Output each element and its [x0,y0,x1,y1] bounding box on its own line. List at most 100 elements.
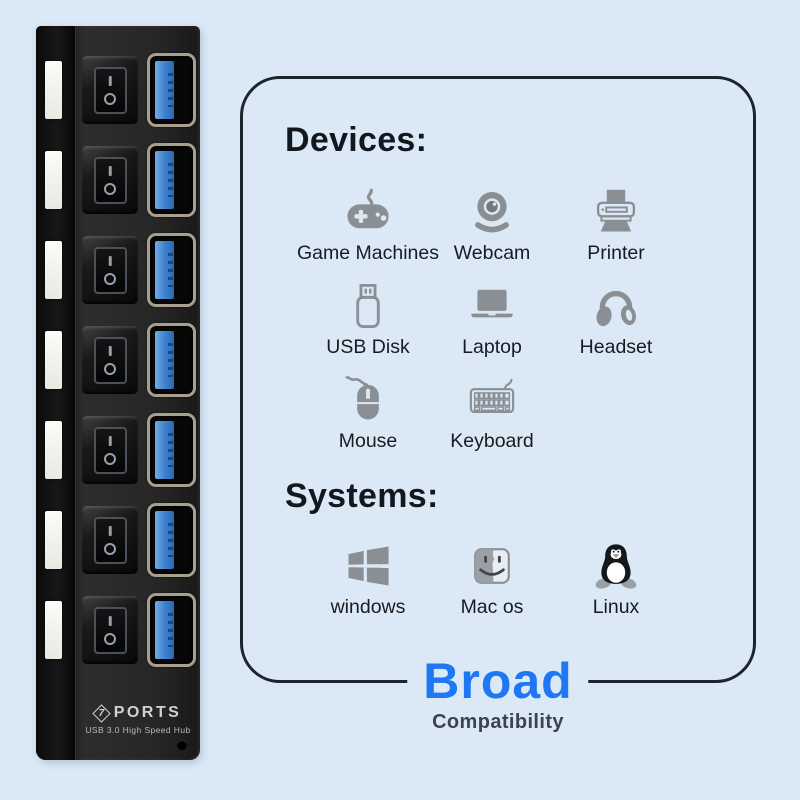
power-switch [82,326,138,394]
switch-off-mark-icon [104,182,116,195]
item-label: windows [330,596,406,618]
switch-rocker [93,336,127,384]
led-indicator-window [45,421,62,479]
systems-heading: Systems: [285,477,439,515]
usb-port [147,593,196,667]
switch-rocker [93,606,127,654]
device-item-webcam: Webcam [430,185,554,265]
systems-grid: windows Mac os Linux [306,539,678,619]
hub-port-unit [36,593,200,667]
hub-brand-text: PORTS [113,704,182,721]
switch-rocker [93,66,127,114]
keyboard-icon [465,373,519,427]
device-item-headset: Headset [554,279,678,359]
item-label: USB Disk [326,336,410,358]
switch-rocker [93,516,127,564]
switch-on-mark-icon [108,75,112,86]
hub-port-unit [36,323,200,397]
switch-on-mark-icon [108,525,112,536]
device-item-game-machines: Game Machines [297,185,439,265]
item-label: Printer [587,242,645,264]
switch-off-mark-icon [104,362,116,375]
device-item-printer: Printer [554,185,678,265]
switch-rocker [93,156,127,204]
usb-port-tongue [155,331,174,389]
ports-count-number: 7 [98,707,104,718]
gamepad-icon [341,185,395,239]
usb-port [147,503,196,577]
hub-port-unit [36,143,200,217]
led-indicator-window [45,511,62,569]
switch-off-mark-icon [104,272,116,285]
switch-on-mark-icon [108,435,112,446]
seven-ports-badge-icon: 7 [91,703,111,723]
hub-port-unit [36,413,200,487]
macos-icon [465,539,519,593]
usb-port-tongue [155,511,174,569]
switch-on-mark-icon [108,255,112,266]
device-item-keyboard: Keyboard [430,373,554,453]
hub-tagline-text: USB 3.0 High Speed Hub [85,725,191,735]
item-label: Webcam [453,242,531,264]
laptop-icon [465,279,519,333]
switch-off-mark-icon [104,542,116,555]
hub-port-unit [36,53,200,127]
windows-icon [341,539,395,593]
switch-on-mark-icon [108,345,112,356]
hub-branding: 7 PORTS USB 3.0 High Speed Hub [76,702,200,735]
footer-title: Broad [423,653,573,709]
switch-rocker [93,246,127,294]
led-indicator-window [45,151,62,209]
led-indicator-window [45,331,62,389]
usb-port-tongue [155,61,174,119]
devices-heading: Devices: [285,121,428,159]
power-switch [82,416,138,484]
item-label: Mouse [338,430,398,452]
usb-port [147,233,196,307]
item-label: Mac os [460,596,524,618]
card-footer: Broad Compatibility [407,653,589,734]
switch-on-mark-icon [108,615,112,626]
item-label: Laptop [462,336,522,358]
led-indicator-window [45,61,62,119]
power-switch [82,506,138,574]
item-label: Headset [579,336,653,358]
item-label: Game Machines [297,242,439,264]
power-led-dot [177,740,187,750]
printer-icon [589,185,643,239]
usb-hub-product: 7 PORTS USB 3.0 High Speed Hub [36,26,200,760]
power-switch [82,596,138,664]
system-item-linux: Linux [554,539,678,619]
hub-port-unit [36,503,200,577]
switch-off-mark-icon [104,92,116,105]
switch-off-mark-icon [104,452,116,465]
linux-icon [589,539,643,593]
usb-port-tongue [155,241,174,299]
usb-port [147,143,196,217]
usb-disk-icon [341,279,395,333]
item-label: Keyboard [450,430,534,452]
led-indicator-window [45,601,62,659]
power-switch [82,56,138,124]
power-switch [82,236,138,304]
usb-port [147,323,196,397]
device-item-laptop: Laptop [430,279,554,359]
system-item-windows: windows [306,539,430,619]
power-switch [82,146,138,214]
headset-icon [589,279,643,333]
footer-subtitle: Compatibility [432,711,564,733]
switch-rocker [93,426,127,474]
item-label: Linux [592,596,640,618]
device-item-mouse: Mouse [306,373,430,453]
webcam-icon [465,185,519,239]
device-item-usb-disk: USB Disk [306,279,430,359]
usb-port-tongue [155,151,174,209]
usb-port-tongue [155,601,174,659]
led-indicator-window [45,241,62,299]
hub-port-unit [36,233,200,307]
switch-on-mark-icon [108,165,112,176]
mouse-icon [341,373,395,427]
